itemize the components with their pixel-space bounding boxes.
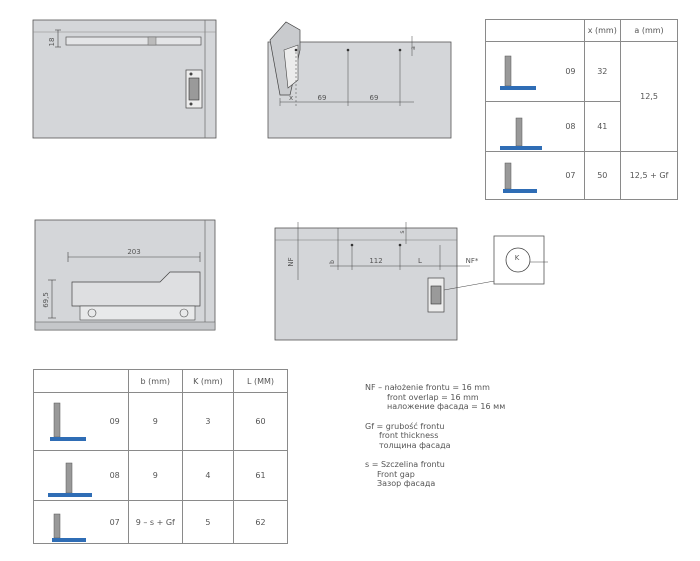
table-row: 08 41 — [485, 101, 678, 152]
slide-clip — [147, 36, 157, 46]
dim-label-695: 69,5 — [42, 292, 50, 308]
cell-l: 62 — [232, 500, 289, 544]
dim-label-a: a — [410, 46, 417, 50]
cell-l: 61 — [232, 450, 289, 501]
screw-icon — [189, 72, 193, 76]
diagram-top-middle: x 69 69 a — [267, 21, 452, 139]
diagram-bottom-left: 203 69,5 — [34, 219, 216, 331]
table-header-x: x (mm) — [583, 19, 622, 42]
legend-gf-line: Gf = grubość frontu — [365, 421, 445, 431]
table-row: 08 9 4 61 — [33, 450, 289, 501]
legend-nf-line: front overlap = 16 mm — [387, 392, 479, 402]
hole-mark — [398, 243, 402, 247]
runner-mechanism — [79, 305, 196, 321]
dim-label-k: K — [515, 254, 520, 262]
legend-s-line: Зазор фасада — [377, 479, 436, 488]
leader-line — [443, 279, 501, 291]
cell-x: 50 — [583, 151, 622, 200]
front-panel — [274, 227, 458, 341]
row-code: 07 — [33, 500, 129, 544]
legend-nf-line: NF – nałożenie frontu = 16 mm — [365, 383, 490, 392]
legend-gf-line: толщина фасада — [379, 440, 451, 450]
table-bottom: b (mm) K (mm) L (MM) 09 9 3 60 08 9 4 61… — [33, 369, 289, 544]
dim-label-69a: 69 — [318, 94, 327, 102]
legend-nf-line: наложение фасада = 16 мм — [387, 402, 506, 411]
table-header-a: a (mm) — [620, 19, 678, 42]
drawer-runner — [71, 271, 201, 307]
dim-label-nf: NF — [287, 257, 295, 266]
dim-label-b: b — [329, 260, 336, 264]
row-code: 09 — [33, 392, 129, 451]
cell-x: 32 — [583, 41, 622, 102]
cell-b: 9 — [127, 450, 183, 501]
cell-k: 4 — [181, 450, 234, 501]
cell-b: 9 — [127, 392, 183, 451]
wheel-icon — [179, 308, 189, 318]
hinge-body — [188, 77, 200, 101]
cell-a-merged: 12,5 — [620, 41, 678, 152]
table-header-b: b (mm) — [127, 369, 183, 393]
cell-a: 12,5 + Gf — [620, 151, 678, 200]
detail-box — [493, 235, 545, 285]
table-top: x (mm) a (mm) 09 32 12,5 08 41 07 50 12,… — [485, 19, 678, 200]
dim-label-203: 203 — [127, 248, 140, 256]
table-row: 07 9 – s + Gf 5 62 — [33, 500, 289, 544]
table-header-empty — [485, 19, 585, 42]
table-header-l: L (MM) — [232, 369, 289, 393]
hinge-cup — [283, 44, 299, 89]
row-code: 08 — [485, 101, 585, 152]
dim-label-l: L — [418, 257, 422, 265]
bottom-board — [34, 321, 216, 331]
legend: NF – nałożenie frontu = 16 mm front over… — [365, 383, 565, 489]
dim-label-x: x — [289, 94, 293, 102]
legend-s-line: Front gap — [377, 469, 415, 479]
detail-circle-icon — [505, 247, 531, 273]
dim-label-18: 18 — [48, 38, 56, 47]
cell-k: 5 — [181, 500, 234, 544]
table-header-empty — [33, 369, 129, 393]
hole-mark — [350, 243, 354, 247]
cell-k: 3 — [181, 392, 234, 451]
diagram-bottom-middle: NF b s 112 L NF* K — [274, 222, 548, 341]
legend-s-line: s = Szczelina frontu — [365, 460, 445, 469]
row-code: 07 — [485, 151, 585, 200]
drawer-slide — [65, 36, 202, 46]
row-code: 08 — [33, 450, 129, 501]
legend-gf-line: front thickness — [379, 431, 439, 440]
dim-label-112: 112 — [369, 257, 382, 265]
dim-label-69b: 69 — [370, 94, 379, 102]
hole-mark — [398, 48, 402, 52]
cell-l: 60 — [232, 392, 289, 451]
table-header-k: K (mm) — [181, 369, 234, 393]
hinge-body — [430, 285, 442, 305]
diagram-top-left: 18 — [32, 19, 217, 139]
cell-b: 9 – s + Gf — [127, 500, 183, 544]
wheel-icon — [87, 308, 97, 318]
dim-label-nfstar: NF* — [466, 257, 479, 265]
dim-label-s: s — [399, 230, 406, 233]
table-row: 09 32 12,5 — [485, 41, 678, 152]
hole-mark — [346, 48, 350, 52]
table-row: 09 9 3 60 — [33, 392, 289, 451]
cell-x: 41 — [583, 101, 622, 152]
screw-icon — [189, 102, 193, 106]
hole-mark — [294, 48, 298, 52]
row-code: 09 — [485, 41, 585, 102]
table-row: 07 50 12,5 + Gf — [485, 151, 678, 200]
